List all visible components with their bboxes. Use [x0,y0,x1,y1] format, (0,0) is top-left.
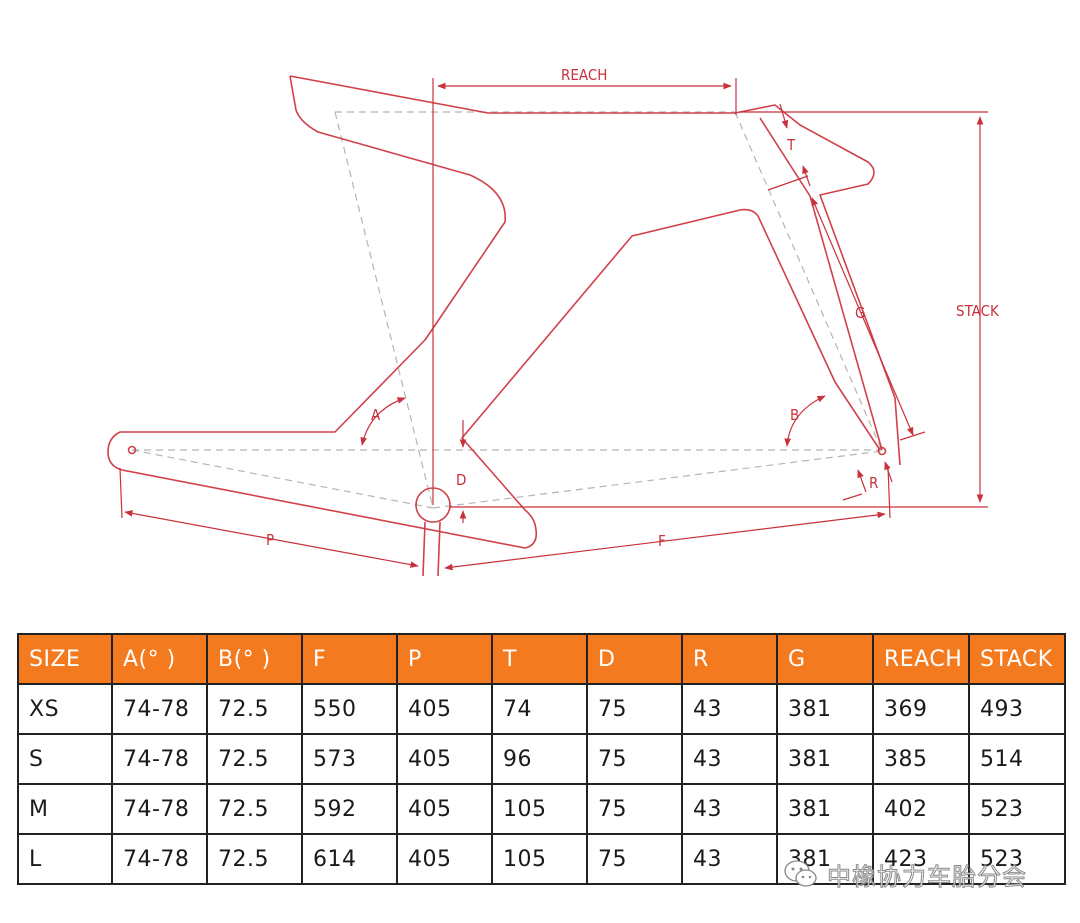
table-cell: 74-78 [111,833,208,885]
table-cell: 74 [491,683,588,735]
table-cell: S [17,733,113,785]
table-cell: 43 [681,833,778,885]
table-row: S 74-78 72.5 573 405 96 75 43 381 385 51… [17,733,1066,785]
label-b: B [790,406,799,424]
header-r: R [681,633,778,685]
table-cell: 614 [301,833,398,885]
label-d: D [456,471,466,489]
label-stack: STACK [956,302,1000,320]
header-size: SIZE [17,633,113,685]
dimension-labels: REACH STACK T G A B D R P F [266,66,1000,550]
table-cell: 75 [586,683,683,735]
table-cell: 402 [872,783,970,835]
table-cell: 550 [301,683,398,735]
table-cell: 592 [301,783,398,835]
table-cell: 405 [396,733,493,785]
table-cell: 369 [872,683,970,735]
table-cell: 43 [681,783,778,835]
table-cell: 405 [396,783,493,835]
seat-tube-outline [107,75,881,549]
geometry-guides [131,111,883,509]
label-f: F [658,532,666,550]
table-cell: 43 [681,683,778,735]
table-cell: 514 [968,733,1066,785]
table-cell: 381 [776,683,874,735]
header-d: D [586,633,683,685]
table-cell: 96 [491,733,588,785]
table-cell: 72.5 [206,683,303,735]
table-cell: 381 [776,733,874,785]
table-cell: 43 [681,733,778,785]
table-cell: 105 [491,833,588,885]
table-cell: 423 [872,833,970,885]
label-g: G [855,304,865,322]
table-row: M 74-78 72.5 592 405 105 75 43 381 402 5… [17,783,1066,835]
table-cell: 405 [396,683,493,735]
table-cell: 405 [396,833,493,885]
dimension-lines [119,78,988,571]
label-reach: REACH [561,66,607,84]
table-cell: 385 [872,733,970,785]
front-axle [877,446,887,456]
table-cell: 74-78 [111,733,208,785]
label-t: T [786,136,796,154]
head-tube-outline [734,104,901,466]
header-f: F [301,633,398,685]
table-cell: 74-78 [111,783,208,835]
frame-geometry-diagram: REACH STACK T G A B D R P F [107,66,1000,577]
label-r: R [869,474,878,492]
table-cell: 381 [776,833,874,885]
header-a: A(° ) [111,633,208,685]
header-stack: STACK [968,633,1066,685]
label-p: P [266,531,274,549]
table-cell: 75 [586,783,683,835]
table-cell: 74-78 [111,683,208,735]
table-cell: 75 [586,733,683,785]
table-cell: M [17,783,113,835]
table-cell: 381 [776,783,874,835]
table-cell: 72.5 [206,733,303,785]
table-cell: 75 [586,833,683,885]
table-cell: XS [17,683,113,735]
header-t: T [491,633,588,685]
header-reach: REACH [872,633,970,685]
frame-outline [107,75,901,577]
header-p: P [396,633,493,685]
table-cell: 72.5 [206,783,303,835]
table-row: L 74-78 72.5 614 405 105 75 43 381 423 5… [17,833,1066,885]
table-row: XS 74-78 72.5 550 405 74 75 43 381 369 4… [17,683,1066,735]
header-g: G [776,633,874,685]
table-cell: L [17,833,113,885]
header-b: B(° ) [206,633,303,685]
table-header-row: SIZE A(° ) B(° ) F P T D R G REACH STACK [17,633,1066,685]
table-cell: 573 [301,733,398,785]
table-cell: 523 [968,833,1066,885]
geometry-table: SIZE A(° ) B(° ) F P T D R G REACH STACK… [17,633,1066,885]
rear-axle [127,445,137,455]
table-cell: 72.5 [206,833,303,885]
table-cell: 523 [968,783,1066,835]
top-tube-outline [289,75,735,114]
table-cell: 493 [968,683,1066,735]
table-cell: 105 [491,783,588,835]
label-a: A [371,406,381,424]
